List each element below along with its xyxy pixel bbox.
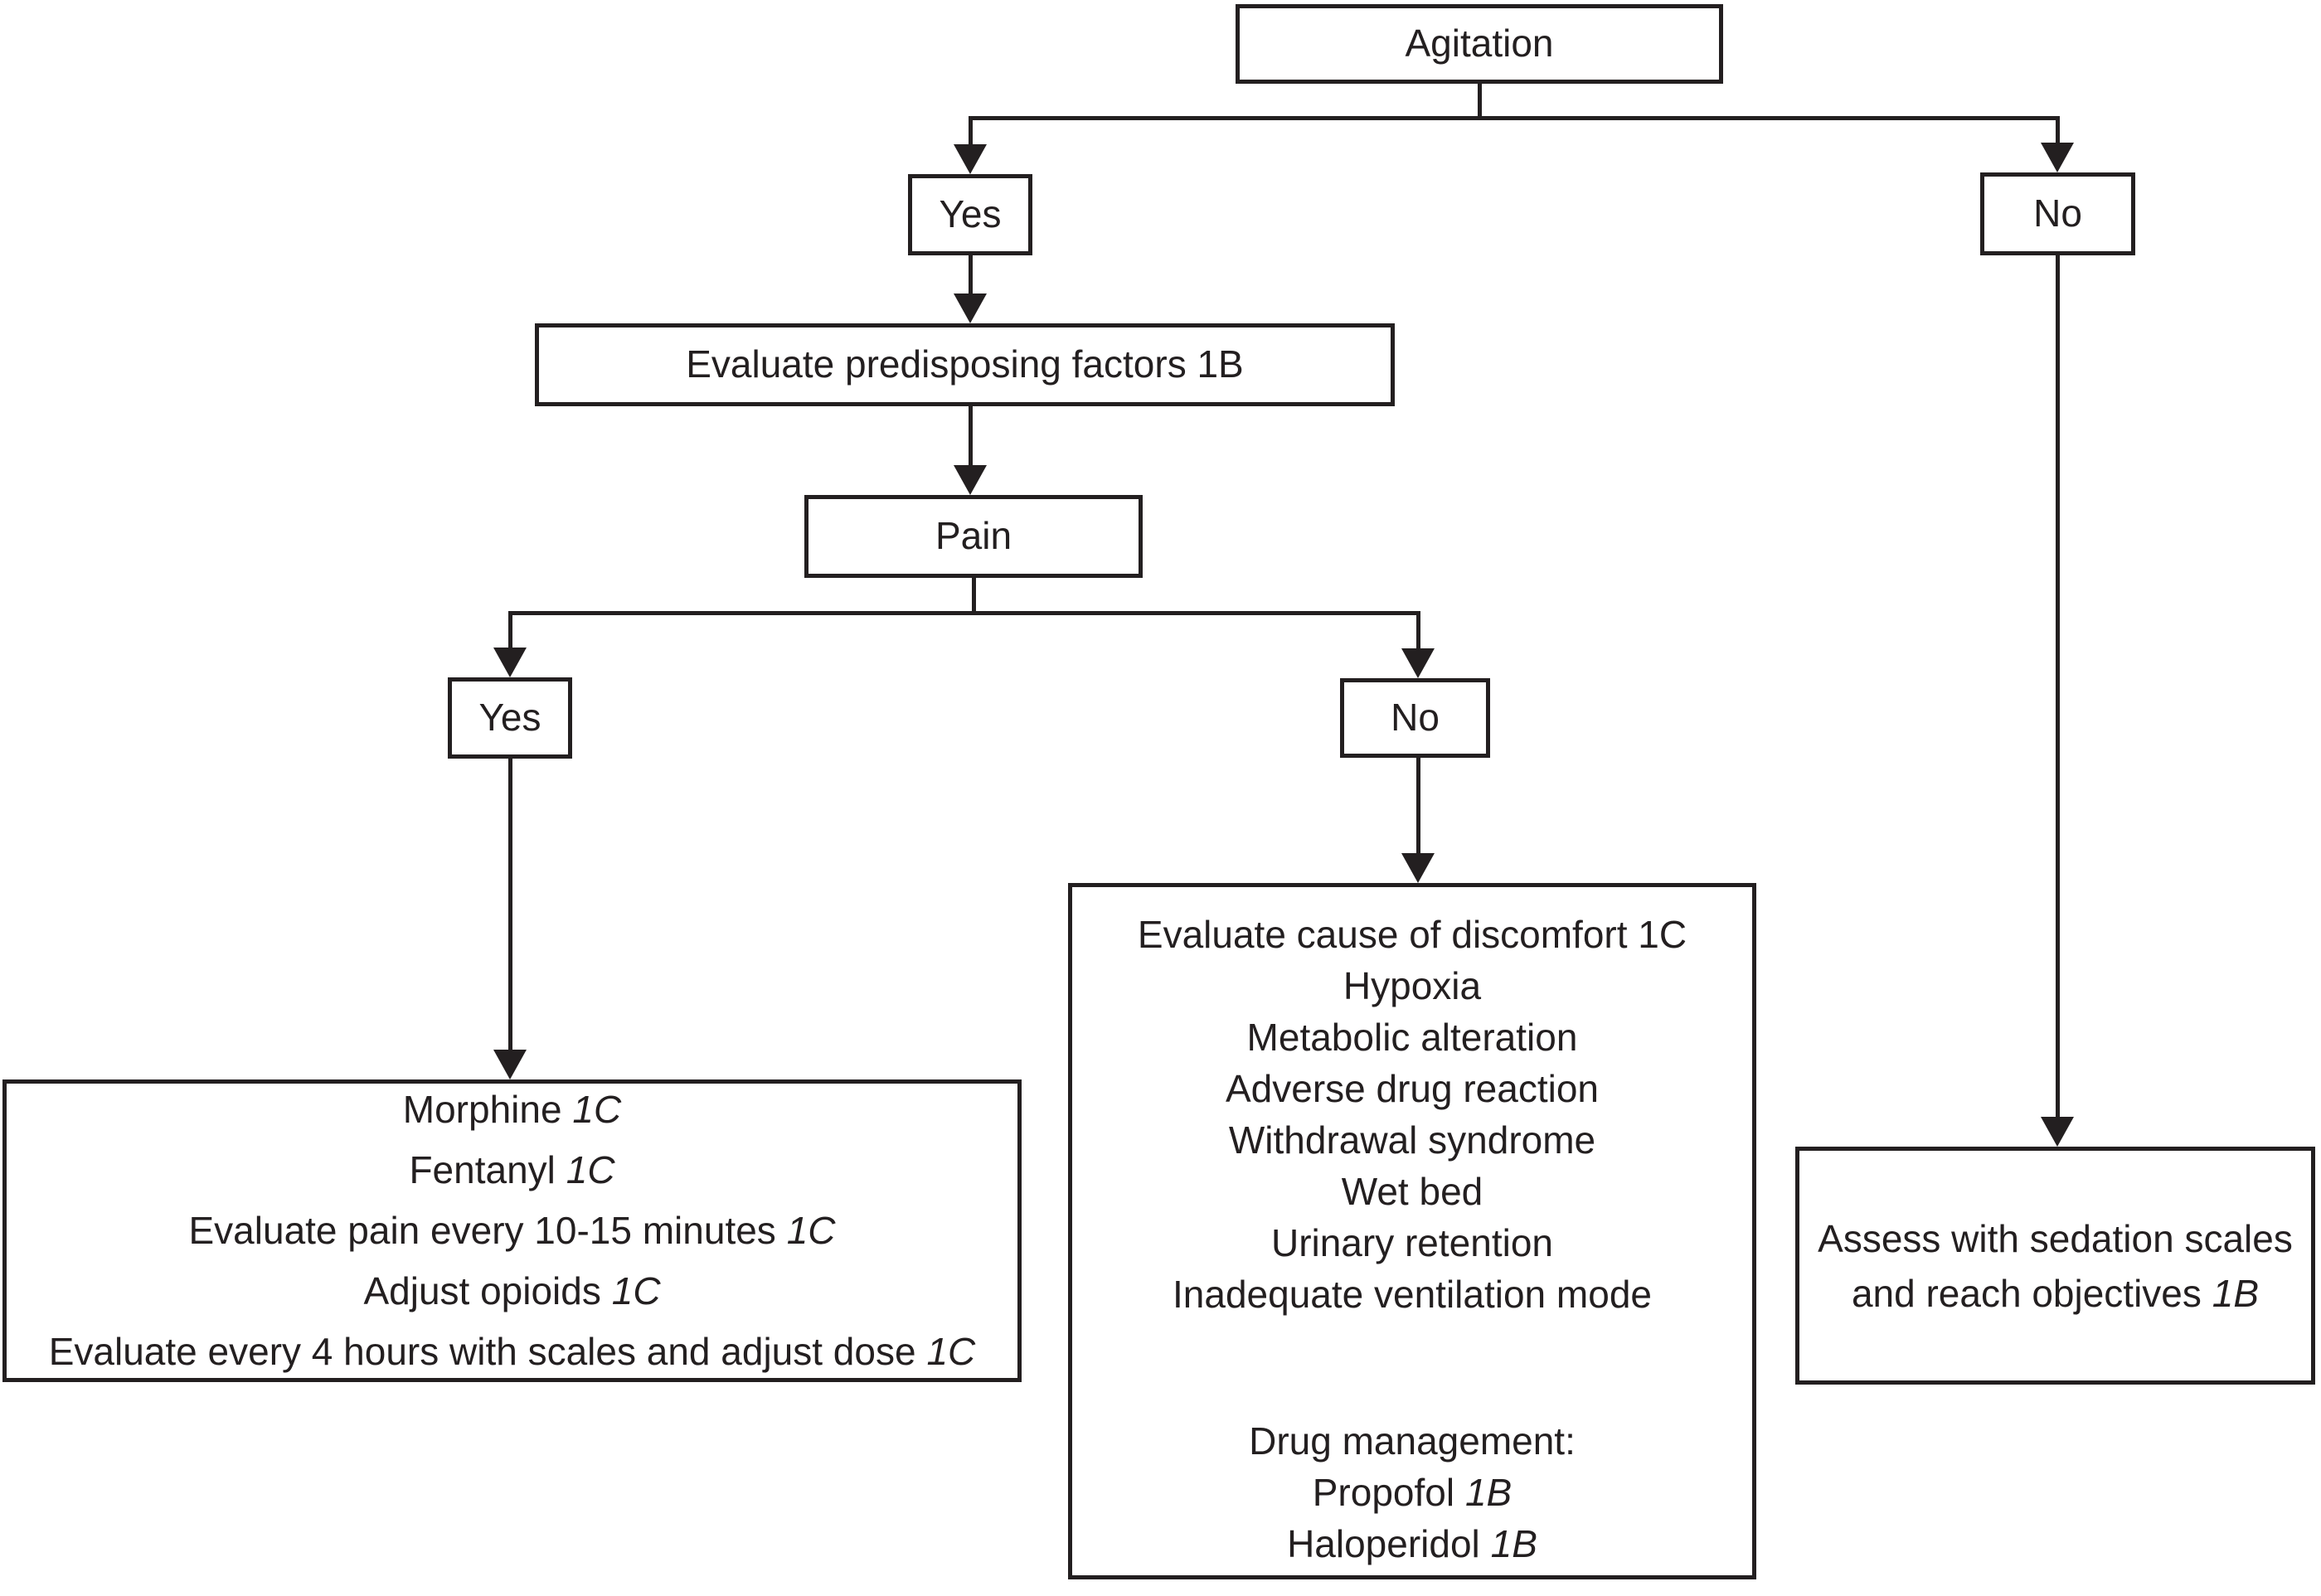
connector-top-branch — [969, 116, 2060, 120]
evidence-grade: 1C — [926, 1330, 976, 1373]
evidence-grade: 1B — [1490, 1522, 1537, 1565]
arrowhead-pain-yes — [493, 648, 527, 677]
arrowhead-sedation-box — [2041, 1117, 2074, 1147]
node-agitation-no-label: No — [2033, 192, 2082, 235]
drug-text: Morphine — [402, 1088, 562, 1131]
connector-painno-to-discomfort — [1416, 758, 1420, 855]
discomfort-cause: Adverse drug reaction — [1225, 1067, 1600, 1110]
pain-management-line: Evaluate every 4 hours with scales and a… — [49, 1322, 976, 1382]
node-discomfort: Evaluate cause of discomfort 1C Hypoxia … — [1068, 883, 1756, 1579]
arrowhead-no-top — [2041, 143, 2074, 172]
connector-to-pain-no — [1416, 611, 1420, 650]
node-pain-no-label: No — [1391, 696, 1440, 740]
arrowhead-discomfort-box — [1401, 853, 1435, 883]
drug-text: Propofol — [1312, 1471, 1455, 1514]
drug-management-title: Drug management: — [1249, 1419, 1576, 1463]
discomfort-title: Evaluate cause of discomfort 1C — [1137, 913, 1687, 956]
node-agitation: Agitation — [1236, 4, 1723, 84]
node-evaluate-predisposing-label: Evaluate predisposing factors 1B — [686, 342, 1244, 386]
discomfort-cause: Hypoxia — [1343, 964, 1482, 1007]
instruction-text: Evaluate every 4 hours with scales and a… — [48, 1330, 916, 1373]
connector-agitation-stem — [1478, 84, 1482, 119]
node-pain-yes: Yes — [448, 677, 572, 759]
node-agitation-yes-label: Yes — [939, 192, 1002, 236]
connector-no-to-sedation — [2056, 255, 2060, 1118]
drug-text: Haloperidol — [1287, 1522, 1480, 1565]
connector-to-yes-top — [969, 116, 973, 146]
sedation-line: Assess with sedation scales — [1818, 1216, 2293, 1260]
discomfort-cause: Urinary retention — [1270, 1221, 1554, 1264]
discomfort-cause: Withdrawal syndrome — [1228, 1118, 1596, 1162]
node-sedation-assessment: Assess with sedation scales and reach ob… — [1795, 1147, 2315, 1385]
evidence-grade: 1C — [786, 1209, 836, 1252]
connector-pain-stem — [972, 578, 976, 615]
arrowhead-pain-no — [1401, 648, 1435, 678]
connector-to-no-top — [2056, 116, 2060, 144]
discomfort-cause: Wet bed — [1341, 1170, 1483, 1213]
node-agitation-no: No — [1980, 172, 2135, 255]
node-pain-yes-label: Yes — [478, 696, 541, 740]
evidence-grade: 1C — [572, 1088, 622, 1131]
discomfort-lines: Evaluate cause of discomfort 1C Hypoxia … — [1072, 887, 1752, 1575]
connector-painyes-to-opioids — [508, 759, 512, 1051]
connector-evaluate-to-pain — [969, 406, 973, 467]
drug-text: Fentanyl — [409, 1148, 556, 1191]
arrowhead-opioid-box — [493, 1050, 527, 1079]
arrowhead-evaluate — [954, 293, 987, 323]
instruction-text: Adjust opioids — [363, 1269, 601, 1312]
node-agitation-label: Agitation — [1405, 22, 1554, 65]
evidence-grade: 1B — [1464, 1471, 1513, 1514]
evidence-grade: 1B — [2212, 1271, 2260, 1315]
arrowhead-yes-top — [954, 144, 987, 174]
node-pain-label: Pain — [935, 514, 1012, 558]
evidence-grade: 1C — [611, 1269, 661, 1312]
connector-to-pain-yes — [508, 611, 512, 649]
connector-pain-branch — [508, 611, 1420, 615]
node-evaluate-predisposing: Evaluate predisposing factors 1B — [535, 323, 1395, 406]
discomfort-cause: Inadequate ventilation mode — [1173, 1273, 1652, 1316]
node-pain-no: No — [1340, 678, 1490, 758]
node-pain: Pain — [804, 495, 1143, 578]
node-agitation-yes: Yes — [908, 174, 1032, 255]
discomfort-cause: Metabolic alteration — [1246, 1016, 1578, 1059]
instruction-text: Evaluate pain every 10-15 minutes — [188, 1209, 776, 1252]
evidence-grade: 1C — [566, 1148, 615, 1191]
sedation-text: and reach objectives — [1851, 1271, 2202, 1315]
connector-yes-to-evaluate — [969, 255, 973, 295]
arrowhead-pain — [954, 465, 987, 495]
